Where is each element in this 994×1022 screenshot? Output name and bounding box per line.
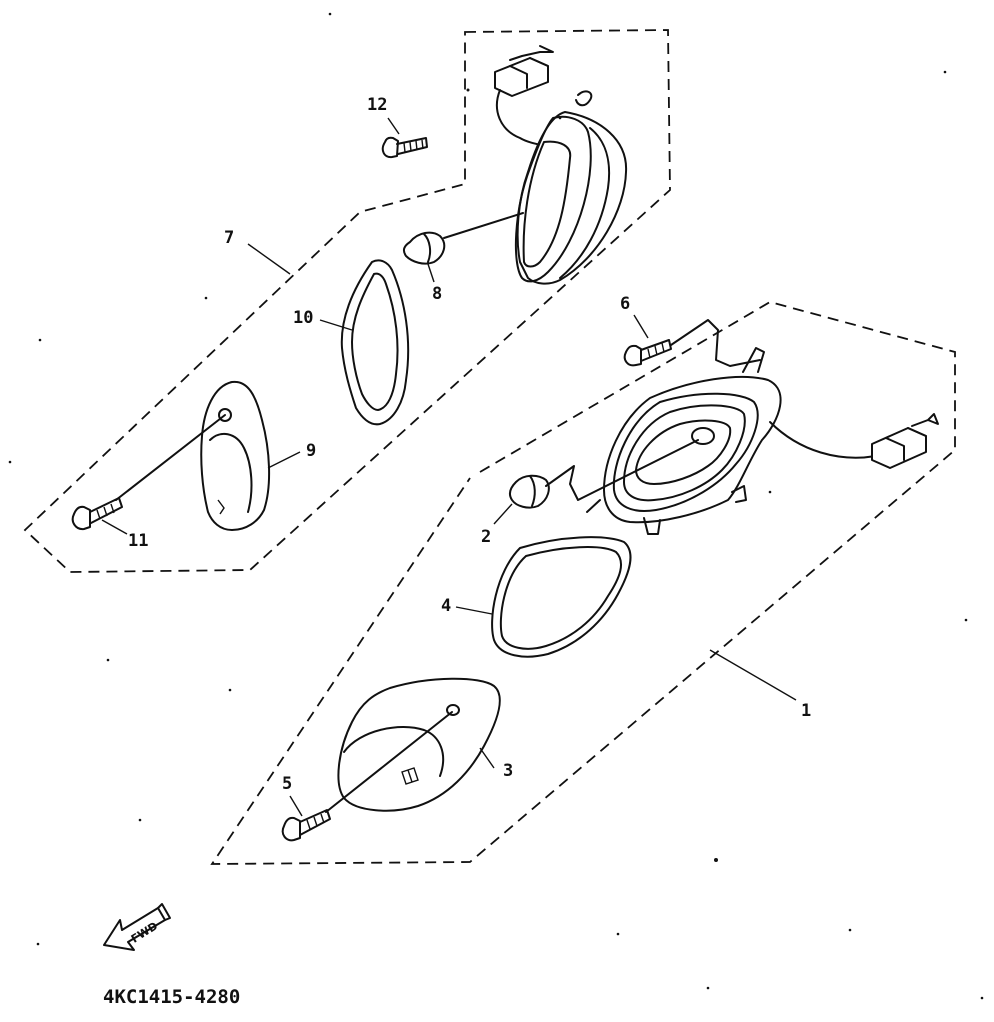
- callout-11: 11: [128, 531, 149, 551]
- callout-4: 4: [441, 596, 452, 616]
- callout-5: 5: [282, 774, 293, 794]
- bulb-2: [508, 439, 699, 509]
- callout-7: 7: [224, 228, 235, 248]
- screw-6: [623, 319, 761, 367]
- screw-12: [381, 136, 428, 159]
- diagram-part-code: 4KC1415-4280: [103, 986, 241, 1008]
- callout-6: 6: [620, 294, 631, 314]
- forward-arrow-icon: FWD: [103, 903, 171, 951]
- lens-3: [337, 677, 501, 812]
- callout-9: 9: [306, 441, 317, 461]
- screw-5: [281, 711, 453, 842]
- bulb-8: [402, 212, 524, 265]
- gasket-10: [340, 259, 410, 426]
- scan-specks: [8, 12, 984, 1000]
- lens-9: [200, 380, 271, 531]
- rear-signal-housing: [494, 45, 628, 285]
- callout-2: 2: [481, 527, 492, 547]
- gasket-4: [491, 499, 632, 658]
- callout-12: 12: [367, 95, 388, 115]
- callout-10: 10: [293, 308, 314, 328]
- screw-11: [71, 414, 226, 531]
- front-signal-housing: [603, 347, 939, 535]
- assembly-boundary-1: [210, 301, 956, 865]
- callout-8: 8: [432, 284, 443, 304]
- callout-1: 1: [801, 701, 812, 721]
- assembly-boundary-7: [23, 29, 671, 573]
- callout-leaders: [101, 117, 797, 817]
- callout-3: 3: [503, 761, 514, 781]
